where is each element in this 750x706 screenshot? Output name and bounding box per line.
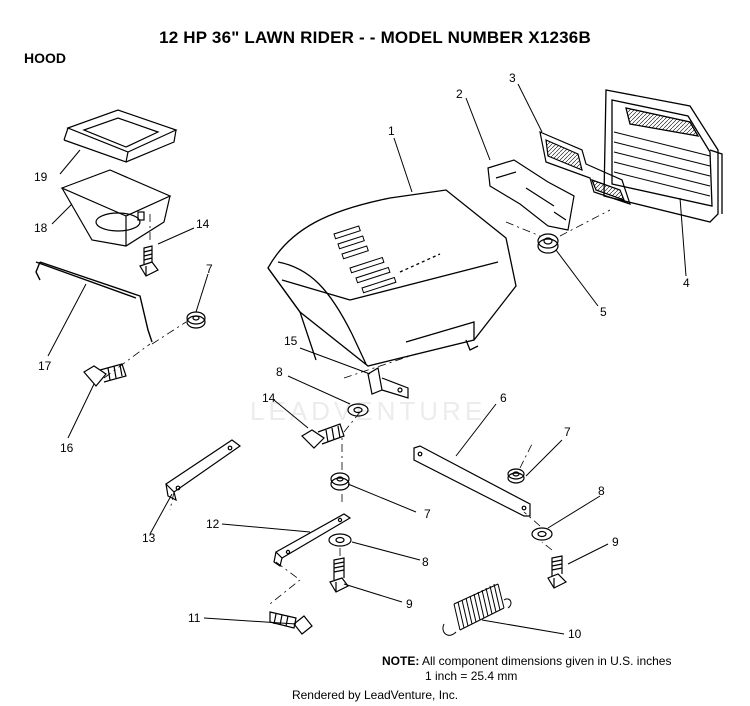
part-14-upper-shape xyxy=(139,245,159,277)
callout-16: 16 xyxy=(60,441,74,455)
part-1-hood-shape xyxy=(267,189,517,367)
note-line-2: 1 inch = 25.4 mm xyxy=(425,669,518,683)
callout-19: 19 xyxy=(34,170,48,184)
callout-9-right: 9 xyxy=(612,535,619,549)
part-17-shape xyxy=(35,261,153,343)
part-7-right-shape xyxy=(507,468,525,484)
note-line-1: All component dimensions given in U.S. i… xyxy=(422,654,672,668)
callout-14-upper: 14 xyxy=(196,217,210,231)
callout-11: 11 xyxy=(188,611,201,625)
part-3-shape xyxy=(539,130,631,205)
part-8-center-shape xyxy=(328,533,352,547)
callout-17: 17 xyxy=(38,359,52,373)
callout-8-center: 8 xyxy=(422,555,429,569)
assembly-center-lines xyxy=(103,209,611,605)
note-label: NOTE: xyxy=(382,654,420,668)
callout-15: 15 xyxy=(284,334,298,348)
part-13-shape xyxy=(165,439,242,502)
callout-1: 1 xyxy=(388,124,395,138)
part-19-shape xyxy=(63,109,178,163)
callout-8-right: 8 xyxy=(598,484,605,498)
callout-3: 3 xyxy=(509,71,516,85)
footer-credit: Rendered by LeadVenture, Inc. xyxy=(291,688,459,702)
callout-4: 4 xyxy=(683,276,690,290)
dimension-note: NOTE: All component dimensions given in … xyxy=(382,654,671,684)
part-8-right-shape xyxy=(531,527,553,541)
part-6-shape xyxy=(413,445,531,517)
part-7-center-shape xyxy=(330,472,350,491)
part-7-left-shape xyxy=(186,311,206,329)
callout-labels: 1 2 3 4 5 6 7 7 7 7 8 8 8 9 9 10 11 12 1… xyxy=(34,71,690,641)
callout-13: 13 xyxy=(142,531,156,545)
callout-14-lower: 14 xyxy=(262,391,276,405)
callout-18: 18 xyxy=(34,221,48,235)
part-10-spring-shape xyxy=(442,583,512,636)
callout-7-left: 7 xyxy=(206,262,213,276)
part-2-shape xyxy=(487,159,575,231)
part-9-right-shape xyxy=(547,555,568,589)
callout-12: 12 xyxy=(206,517,220,531)
callout-8-mid: 8 xyxy=(276,365,283,379)
callout-9-center: 9 xyxy=(406,597,413,611)
callout-10: 10 xyxy=(568,627,582,641)
part-4-grille-shape xyxy=(603,89,723,223)
part-9-center-shape xyxy=(329,557,349,593)
diagram-title: 12 HP 36" LAWN RIDER - - MODEL NUMBER X1… xyxy=(159,28,591,47)
callout-7-right: 7 xyxy=(564,425,571,439)
part-5-shape xyxy=(537,233,559,254)
section-heading: HOOD xyxy=(24,50,66,66)
part-8-mid-shape xyxy=(347,403,369,417)
part-15-shape xyxy=(367,367,409,399)
callout-leader-lines xyxy=(47,83,687,635)
part-12-shape xyxy=(273,513,352,567)
callout-6: 6 xyxy=(500,391,507,405)
part-16-shape xyxy=(83,363,127,387)
callout-7-center: 7 xyxy=(424,507,431,521)
callout-5: 5 xyxy=(600,305,607,319)
watermark-text: LEADVENTURE xyxy=(250,396,486,426)
callout-2: 2 xyxy=(456,87,463,101)
part-14-lower-shape xyxy=(301,423,345,449)
part-18-shape xyxy=(60,169,172,247)
